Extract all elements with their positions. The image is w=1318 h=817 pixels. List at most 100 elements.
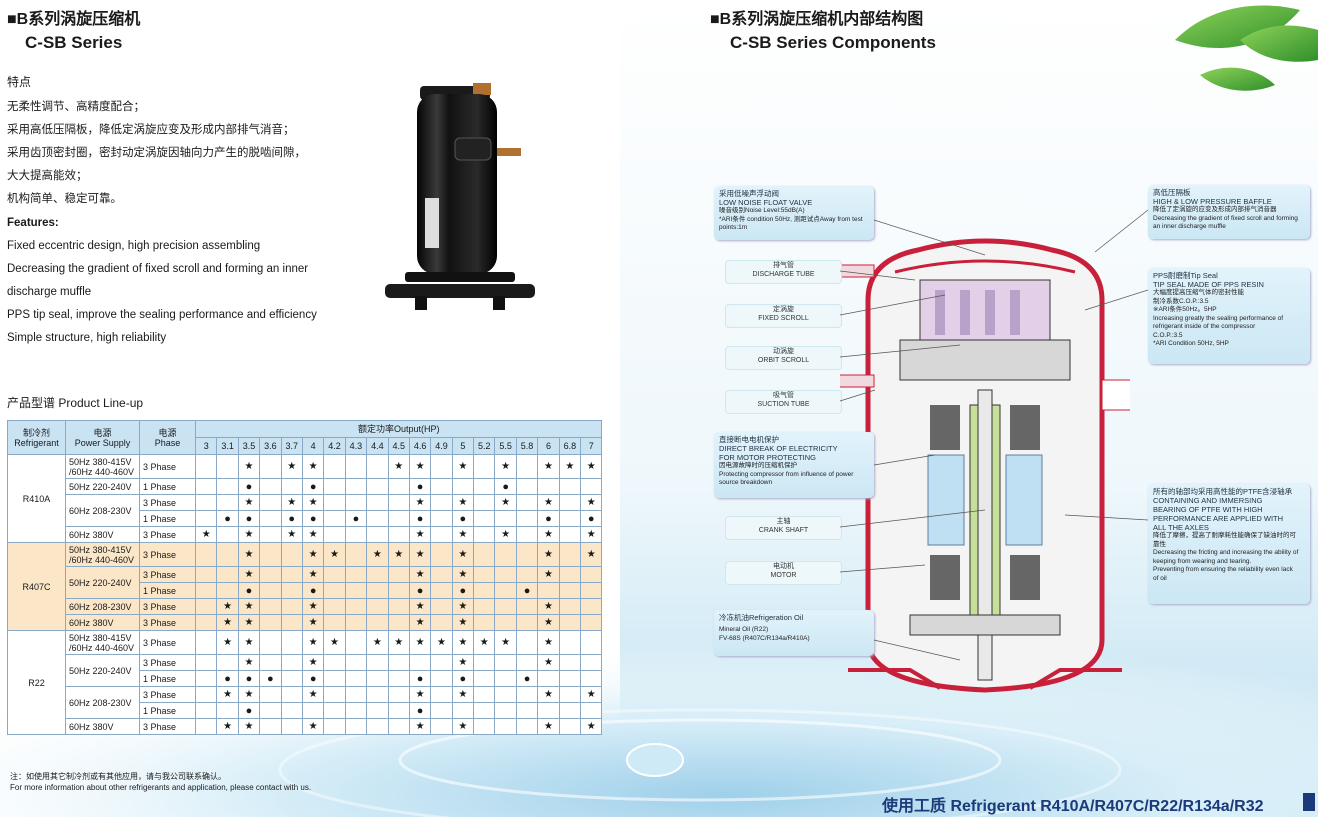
star-mark: ★ — [408, 614, 432, 631]
empty-cell — [387, 582, 410, 599]
star-mark: ★ — [494, 526, 517, 543]
power-cell: 50Hz 220-240V — [65, 478, 140, 495]
star-mark: ★ — [451, 454, 475, 479]
empty-cell — [259, 478, 282, 495]
empty-cell — [430, 478, 453, 495]
star-mark: ★ — [451, 494, 475, 511]
star-mark: ★ — [280, 494, 303, 511]
empty-cell — [280, 582, 303, 599]
empty-cell — [558, 526, 582, 543]
empty-cell — [344, 454, 368, 479]
empty-cell — [280, 686, 303, 703]
empty-cell — [430, 670, 453, 687]
empty-cell — [194, 614, 218, 631]
star-mark: ★ — [537, 654, 560, 671]
empty-cell — [344, 566, 368, 583]
empty-cell — [323, 598, 346, 615]
power-cell: 50Hz 380-415V /60Hz 440-460V — [65, 630, 140, 655]
star-mark: ★ — [408, 686, 432, 703]
empty-cell — [494, 598, 517, 615]
callout-cn: 高低压隔板 — [1153, 188, 1191, 197]
empty-cell — [558, 494, 582, 511]
features-cn-heading: 特点 — [7, 75, 32, 89]
star-mark: ★ — [537, 630, 560, 655]
callout-detail: an inner discharge muffle — [1153, 223, 1226, 230]
table-title: 产品型谱 Product Line-up — [7, 396, 144, 410]
dot-mark: ● — [408, 702, 432, 719]
refrigerant-cell: R410A — [7, 454, 66, 543]
star-mark: ★ — [408, 718, 432, 735]
empty-cell — [558, 598, 582, 615]
empty-cell — [301, 702, 325, 719]
empty-cell — [194, 478, 218, 495]
empty-cell — [366, 598, 389, 615]
empty-cell — [323, 670, 346, 687]
empty-cell — [451, 478, 475, 495]
empty-cell — [323, 582, 346, 599]
refrigerant-cell: R407C — [7, 542, 66, 631]
empty-cell — [216, 542, 239, 567]
label-en: FIXED SCROLL — [758, 315, 809, 322]
empty-cell — [515, 598, 539, 615]
callout-detail: keeping from wearing and tearing. — [1153, 557, 1252, 565]
star-mark: ★ — [301, 598, 325, 615]
empty-cell — [580, 478, 603, 495]
callout-detail: *ARI条件 condition 50Hz, 测距试点Away from tes… — [719, 215, 863, 223]
empty-cell — [473, 526, 496, 543]
empty-cell — [558, 686, 582, 703]
star-mark: ★ — [494, 630, 517, 655]
empty-cell — [344, 582, 368, 599]
empty-cell — [366, 510, 389, 527]
phase-cell: 3 Phase — [139, 686, 196, 703]
empty-cell — [515, 702, 539, 719]
hp-header: 4.9 — [430, 437, 453, 455]
empty-cell — [430, 494, 453, 511]
empty-cell — [558, 654, 582, 671]
empty-cell — [558, 478, 582, 495]
empty-cell — [473, 702, 496, 719]
empty-cell — [259, 598, 282, 615]
refrigerant-cell: R22 — [7, 630, 66, 735]
star-mark: ★ — [451, 686, 475, 703]
label-en: SUCTION TUBE — [757, 401, 810, 408]
empty-cell — [537, 702, 560, 719]
star-mark: ★ — [301, 654, 325, 671]
empty-cell — [387, 494, 410, 511]
empty-cell — [387, 510, 410, 527]
star-mark: ★ — [451, 718, 475, 735]
left-title-cn: ■B系列涡旋压缩机 — [7, 11, 141, 28]
hp-header: 6 — [537, 437, 560, 455]
label-en: ORBIT SCROLL — [757, 357, 810, 364]
empty-cell — [194, 686, 218, 703]
phase-cell: 3 Phase — [139, 630, 196, 655]
empty-cell — [366, 566, 389, 583]
empty-cell — [280, 702, 303, 719]
empty-cell — [515, 510, 539, 527]
callout-detail: 大幅度提高压缩气体的密封性能 — [1153, 289, 1244, 296]
empty-cell — [344, 686, 368, 703]
empty-cell — [194, 510, 218, 527]
left-title-en: C-SB Series — [25, 33, 123, 52]
star-mark: ★ — [451, 654, 475, 671]
phase-cell: 3 Phase — [139, 526, 196, 543]
empty-cell — [515, 630, 539, 655]
callout-en: ALL THE AXLES — [1153, 523, 1209, 532]
empty-cell — [580, 614, 603, 631]
empty-cell — [280, 542, 303, 567]
feature-en-line: Simple structure, high reliability — [7, 332, 167, 344]
star-mark: ★ — [408, 454, 432, 479]
footer-square — [1303, 793, 1315, 811]
empty-cell — [515, 542, 539, 567]
empty-cell — [580, 598, 603, 615]
label-cn: 动涡旋 — [773, 348, 794, 355]
star-mark: ★ — [451, 614, 475, 631]
empty-cell — [344, 478, 368, 495]
empty-cell — [194, 670, 218, 687]
callout-detail: Decreasing the gradient of fixed scroll … — [1153, 214, 1298, 222]
empty-cell — [430, 526, 453, 543]
callout-detail: Mineral Oil (R22) — [719, 626, 769, 633]
callout-detail: FV-68S (R407C/R134a/R410A) — [719, 634, 810, 642]
empty-cell — [430, 718, 453, 735]
